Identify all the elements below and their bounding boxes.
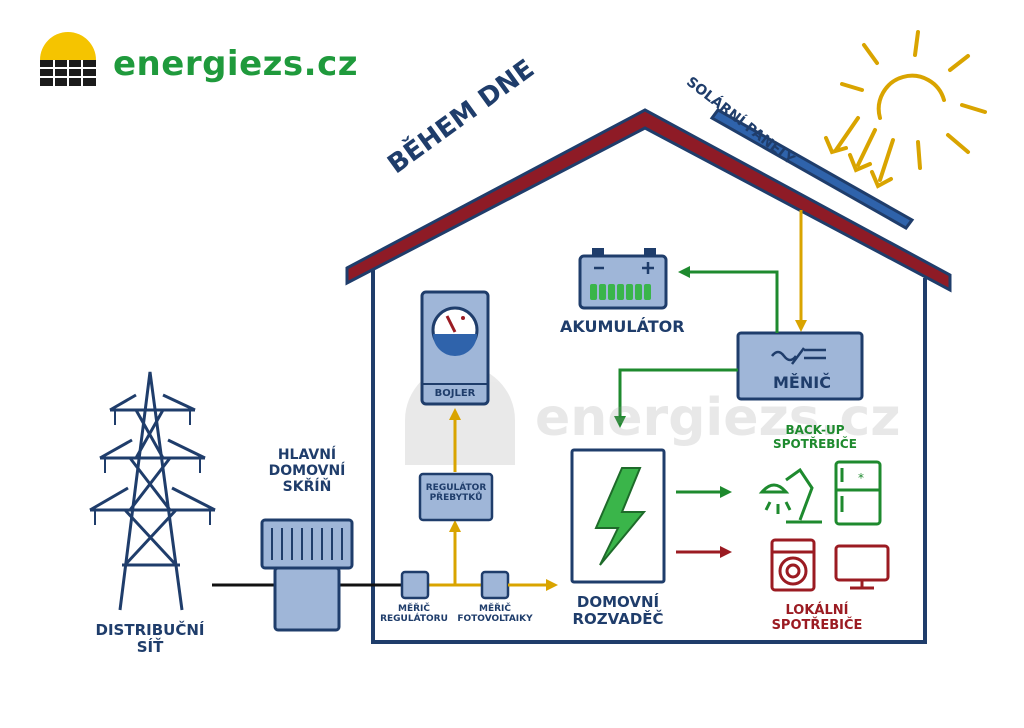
brand-name: energiezs.cz bbox=[113, 44, 359, 84]
lightning-icon bbox=[594, 467, 647, 566]
flow-gold bbox=[449, 210, 807, 591]
svg-text:*: * bbox=[858, 471, 864, 485]
lamp-icon bbox=[758, 467, 822, 524]
monitor-icon bbox=[834, 544, 890, 590]
house-outline bbox=[345, 108, 952, 644]
flow-red bbox=[676, 546, 732, 558]
flow-green bbox=[614, 266, 779, 498]
inverter-icon bbox=[736, 331, 864, 401]
solar-panel-icon bbox=[709, 108, 915, 230]
boiler-label: BOJLER bbox=[434, 388, 476, 399]
inverter-label: MĚNIČ bbox=[773, 373, 831, 392]
washing-machine-icon bbox=[770, 538, 816, 592]
meter-pv-icon bbox=[480, 570, 510, 600]
battery-label: AKUMULÁTOR bbox=[560, 317, 685, 336]
sun-icon bbox=[824, 30, 987, 189]
boiler-gauge-icon bbox=[431, 306, 479, 356]
meter-regulator-icon bbox=[400, 570, 430, 600]
main-box-icon bbox=[260, 518, 354, 632]
battery-icon bbox=[578, 248, 668, 310]
fridge-icon: * bbox=[834, 460, 882, 526]
logo-icon bbox=[40, 32, 96, 86]
power-tower-icon bbox=[89, 371, 216, 611]
surplus-regulator-box bbox=[418, 472, 494, 522]
watermark-text: energiezs.cz bbox=[535, 388, 901, 448]
